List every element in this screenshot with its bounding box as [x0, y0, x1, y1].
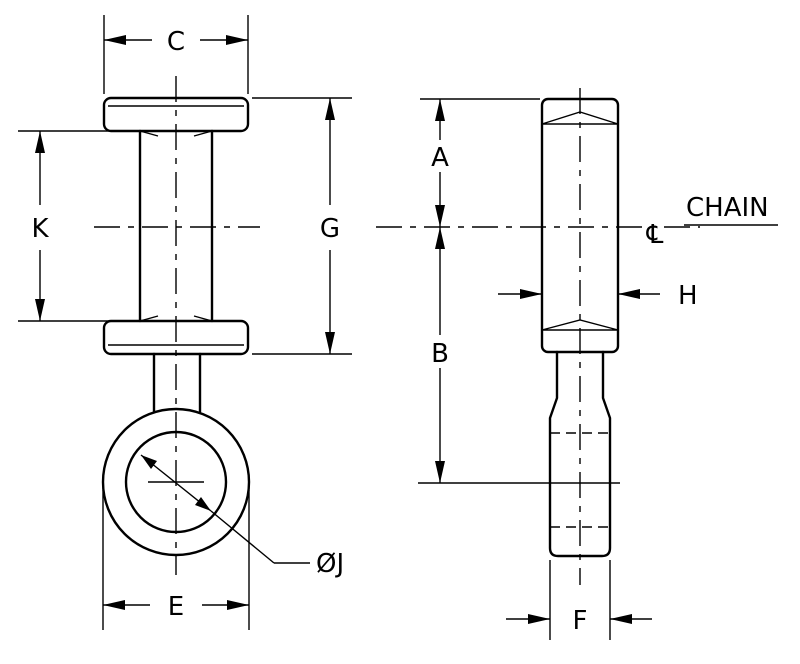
label-h: H	[678, 281, 698, 311]
dimension-g: G	[252, 97, 352, 355]
label-e: E	[168, 592, 184, 622]
dimension-h: H	[498, 281, 698, 311]
dimension-b: B	[418, 227, 620, 484]
dimension-a: A	[420, 98, 540, 227]
label-b: B	[431, 339, 449, 369]
dimension-k: K	[18, 130, 140, 322]
label-g: G	[320, 214, 340, 244]
eye-outer	[101, 407, 251, 557]
label-f: F	[573, 606, 588, 636]
dimension-c: C	[103, 15, 249, 94]
label-chain: CHAIN	[686, 193, 769, 223]
chain-centerline-label: ℄ CHAIN	[646, 193, 778, 250]
label-c: C	[167, 27, 185, 57]
side-view	[376, 88, 700, 585]
dimension-j: ØJ	[140, 454, 344, 579]
dimension-e: E	[102, 490, 250, 630]
front-view	[94, 76, 260, 575]
centerline-symbol: ℄	[646, 220, 664, 250]
label-a: A	[431, 143, 449, 173]
spool-body	[138, 129, 214, 323]
label-k: K	[31, 214, 49, 244]
shank	[152, 352, 202, 414]
dimension-f: F	[506, 560, 652, 640]
label-j: ØJ	[316, 549, 344, 579]
